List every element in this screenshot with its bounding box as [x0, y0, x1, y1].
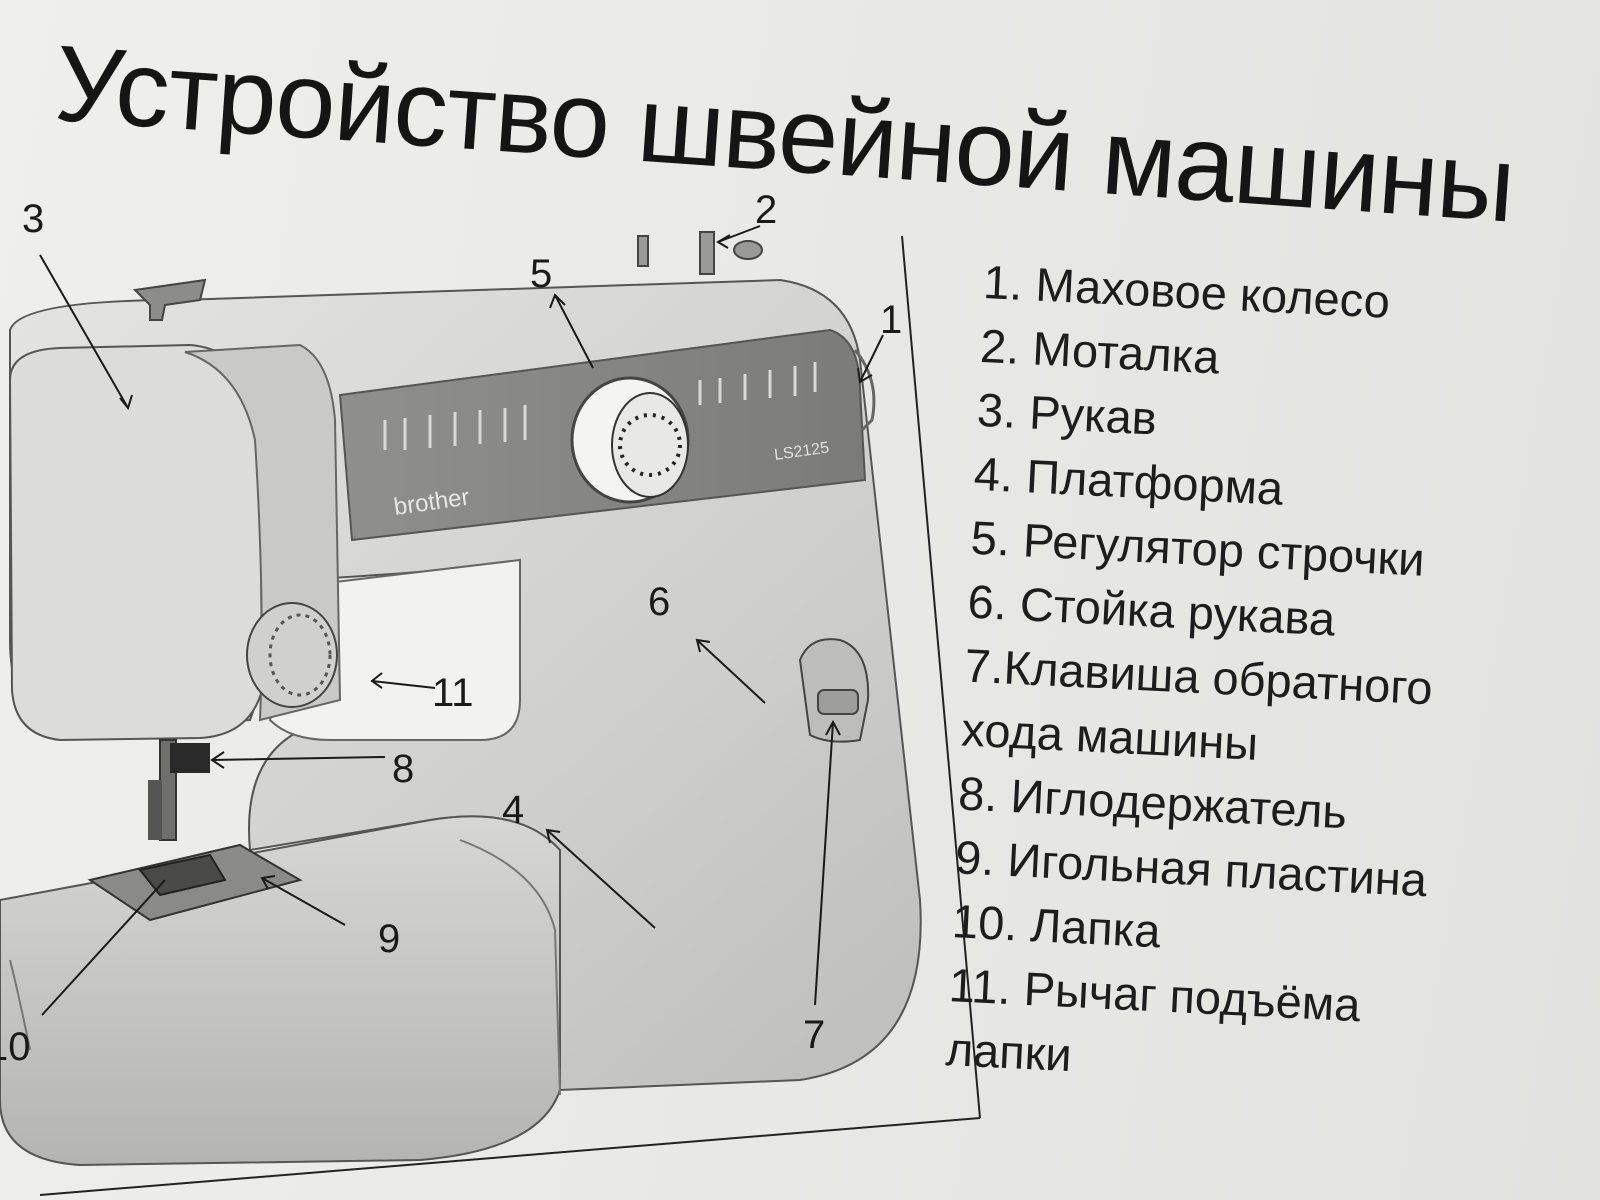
arrow-5	[549, 293, 594, 369]
sewing-machine-illustration: brother LS2125	[0, 231, 922, 1167]
callout-6: 6	[648, 580, 670, 624]
arrow-10	[41, 879, 166, 1016]
presser-lever-knob	[246, 602, 338, 708]
thread-guide	[132, 278, 207, 321]
parts-legend: 1. Маховое колесо 2. Моталка 3. Рукав 4.…	[944, 250, 1584, 1110]
stitch-selector-dial	[570, 376, 690, 504]
arrow-8	[210, 751, 386, 769]
callout-10: 10	[0, 1025, 31, 1069]
head-cover-shape	[8, 343, 264, 742]
callout-9: 9	[378, 917, 400, 961]
callout-2: 2	[755, 188, 777, 232]
reverse-lever	[798, 638, 870, 743]
callout-1: 1	[880, 298, 902, 342]
frame-line-bottom	[39, 1117, 981, 1196]
stitch-pattern-marks	[383, 362, 817, 450]
callout-8: 8	[392, 747, 414, 791]
presser-bar	[148, 780, 162, 840]
handwheel-edge	[853, 349, 876, 432]
arrow-4	[545, 828, 656, 929]
needle-clamp	[170, 743, 210, 773]
arrow-7	[814, 719, 841, 1006]
callout-3: 3	[22, 197, 44, 241]
callout-arrows	[39, 225, 884, 1016]
arrow-11	[370, 672, 436, 689]
arrow-2	[716, 225, 761, 249]
arrow-1	[857, 334, 884, 384]
arrow-9	[260, 875, 346, 926]
platform-seam	[459, 839, 561, 1096]
callout-11: 11	[432, 671, 474, 715]
frame-line-right	[901, 235, 981, 1119]
callout-4: 4	[502, 788, 524, 832]
callout-numbers: 3 2 5 1 6 11 8 4 9 7 10	[0, 188, 902, 1069]
arrow-3	[39, 254, 133, 411]
callout-5: 5	[530, 252, 552, 296]
arrow-6	[695, 638, 766, 704]
bobbin-winder	[637, 231, 763, 275]
platform-seam-left	[9, 959, 31, 1051]
callout-7: 7	[803, 1013, 825, 1057]
